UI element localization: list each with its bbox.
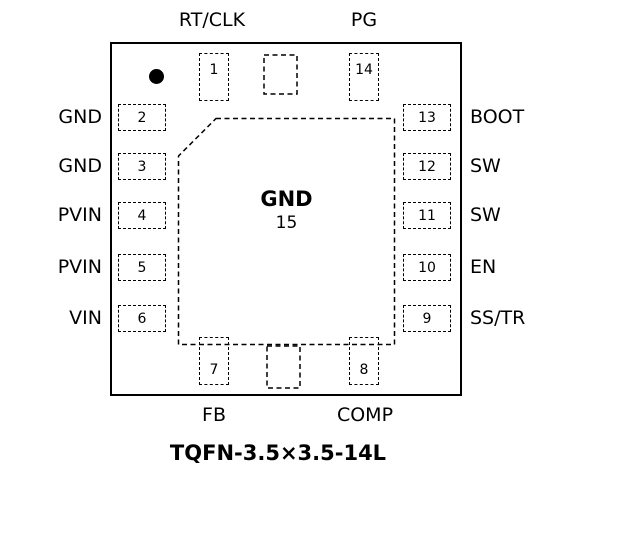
pin-box-2: 2 <box>118 104 166 131</box>
pin-label-sw-11: SW <box>470 204 501 226</box>
pin-box-12: 12 <box>403 153 451 180</box>
pin-label-boot: BOOT <box>470 106 525 128</box>
pin-label-fb: FB <box>202 404 226 426</box>
thermal-pad-label: GND <box>260 187 313 211</box>
pin-box-1: 1 <box>199 53 229 101</box>
pin-box-5: 5 <box>118 254 166 281</box>
pin-box-4: 4 <box>118 202 166 229</box>
pin-box-3: 3 <box>118 153 166 180</box>
pin-label-comp: COMP <box>336 404 394 426</box>
pin-label-pg: PG <box>350 9 378 31</box>
thermal-pad-number: 15 <box>275 213 298 233</box>
pin-label-gnd-2: GND <box>58 106 102 128</box>
pin-box-8: 8 <box>349 337 379 385</box>
pin-box-10: 10 <box>403 254 451 281</box>
pin-label-vin-6: VIN <box>69 307 102 329</box>
pin-label-gnd-3: GND <box>58 155 102 177</box>
pin-box-11: 11 <box>403 202 451 229</box>
pin-label-pvin-5: PVIN <box>57 256 102 278</box>
pin-label-ss-tr: SS/TR <box>470 307 526 329</box>
pin1-indicator-dot <box>149 69 164 84</box>
pin-label-en: EN <box>470 256 497 278</box>
package-caption: TQFN-3.5×3.5-14L <box>169 441 387 465</box>
pin-box-13: 13 <box>403 104 451 131</box>
pin-label-pvin-4: PVIN <box>57 204 102 226</box>
pin-label-sw-12: SW <box>470 155 501 177</box>
thermal-pad-text: GND 15 <box>178 187 395 234</box>
pin-box-6: 6 <box>118 305 166 332</box>
pin-box-14: 14 <box>349 53 379 101</box>
pin-box-7: 7 <box>199 337 229 385</box>
pin-label-rt-clk: RT/CLK <box>178 9 246 31</box>
pin-box-9: 9 <box>403 305 451 332</box>
